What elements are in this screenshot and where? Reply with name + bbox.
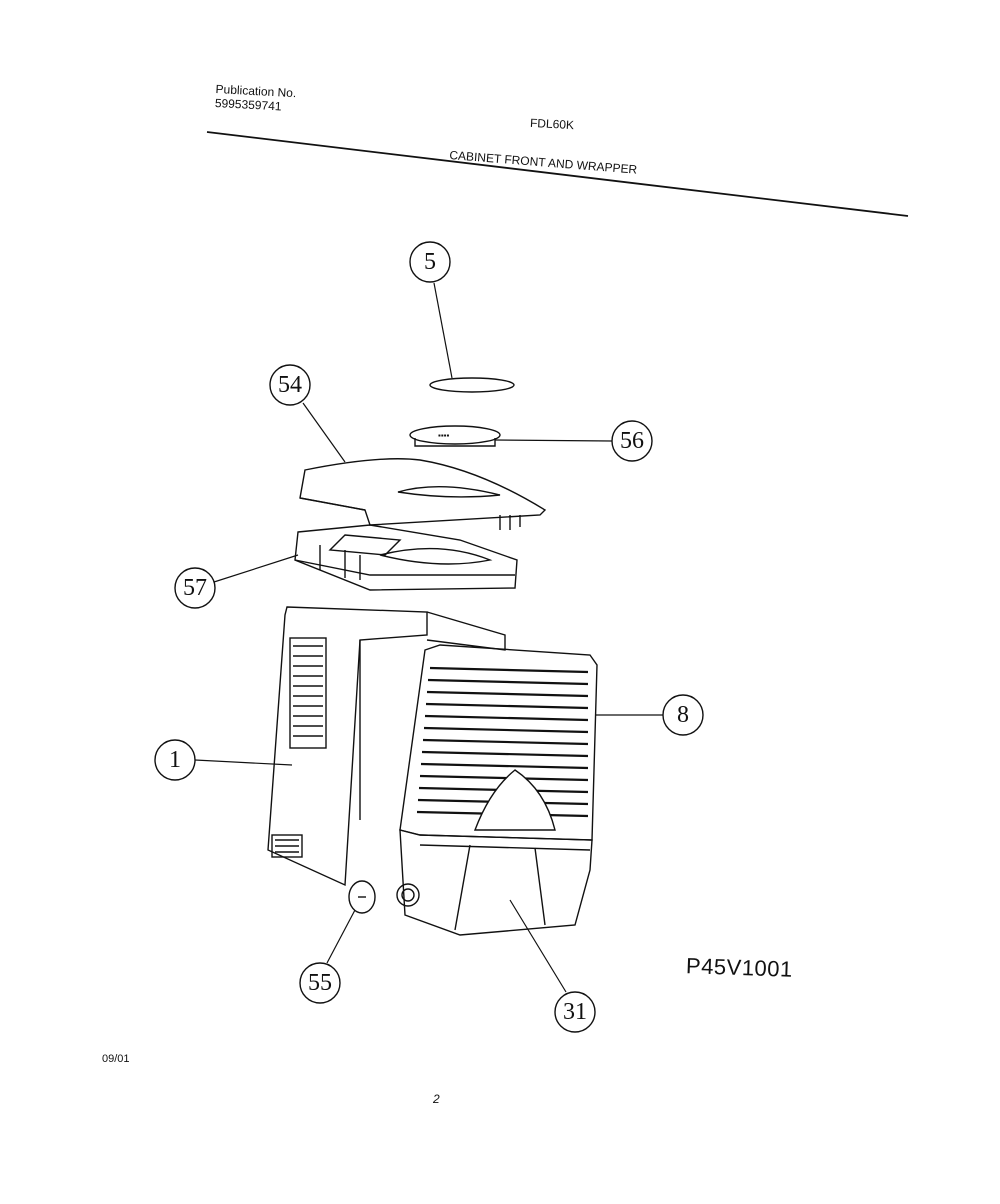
svg-text:54: 54 bbox=[278, 372, 302, 398]
part-1-wrapper-panel bbox=[267, 606, 506, 887]
svg-text:5: 5 bbox=[424, 249, 436, 275]
callout-57: 57 bbox=[174, 567, 216, 609]
page-number: 2 bbox=[433, 1092, 440, 1106]
part-57-control-tray bbox=[294, 524, 518, 591]
callout-31: 31 bbox=[554, 991, 596, 1033]
svg-text:57: 57 bbox=[183, 575, 207, 601]
part-55-plug bbox=[348, 880, 376, 914]
callout-5: 5 bbox=[409, 241, 451, 283]
part-5-disc bbox=[429, 377, 515, 393]
callout-1: 1 bbox=[154, 739, 196, 781]
callout-55: 55 bbox=[299, 962, 341, 1004]
leader-lines bbox=[194, 282, 663, 993]
part-54-top-cover bbox=[299, 458, 547, 530]
svg-text:55: 55 bbox=[308, 970, 332, 996]
header-rule bbox=[206, 131, 909, 217]
svg-text:31: 31 bbox=[563, 999, 587, 1025]
svg-text:8: 8 bbox=[677, 702, 689, 728]
date: 09/01 bbox=[102, 1053, 130, 1065]
part-31-bucket bbox=[396, 829, 593, 936]
callout-8: 8 bbox=[662, 694, 704, 736]
part-8-front-grille bbox=[399, 644, 598, 841]
callout-54: 54 bbox=[269, 364, 311, 406]
svg-text:56: 56 bbox=[620, 428, 644, 454]
callout-56: 56 bbox=[611, 420, 653, 462]
part-56-knob-plate: ▪▪▪▪ bbox=[409, 425, 501, 447]
svg-text:1: 1 bbox=[169, 747, 181, 773]
svg-text:▪▪▪▪: ▪▪▪▪ bbox=[438, 431, 450, 440]
